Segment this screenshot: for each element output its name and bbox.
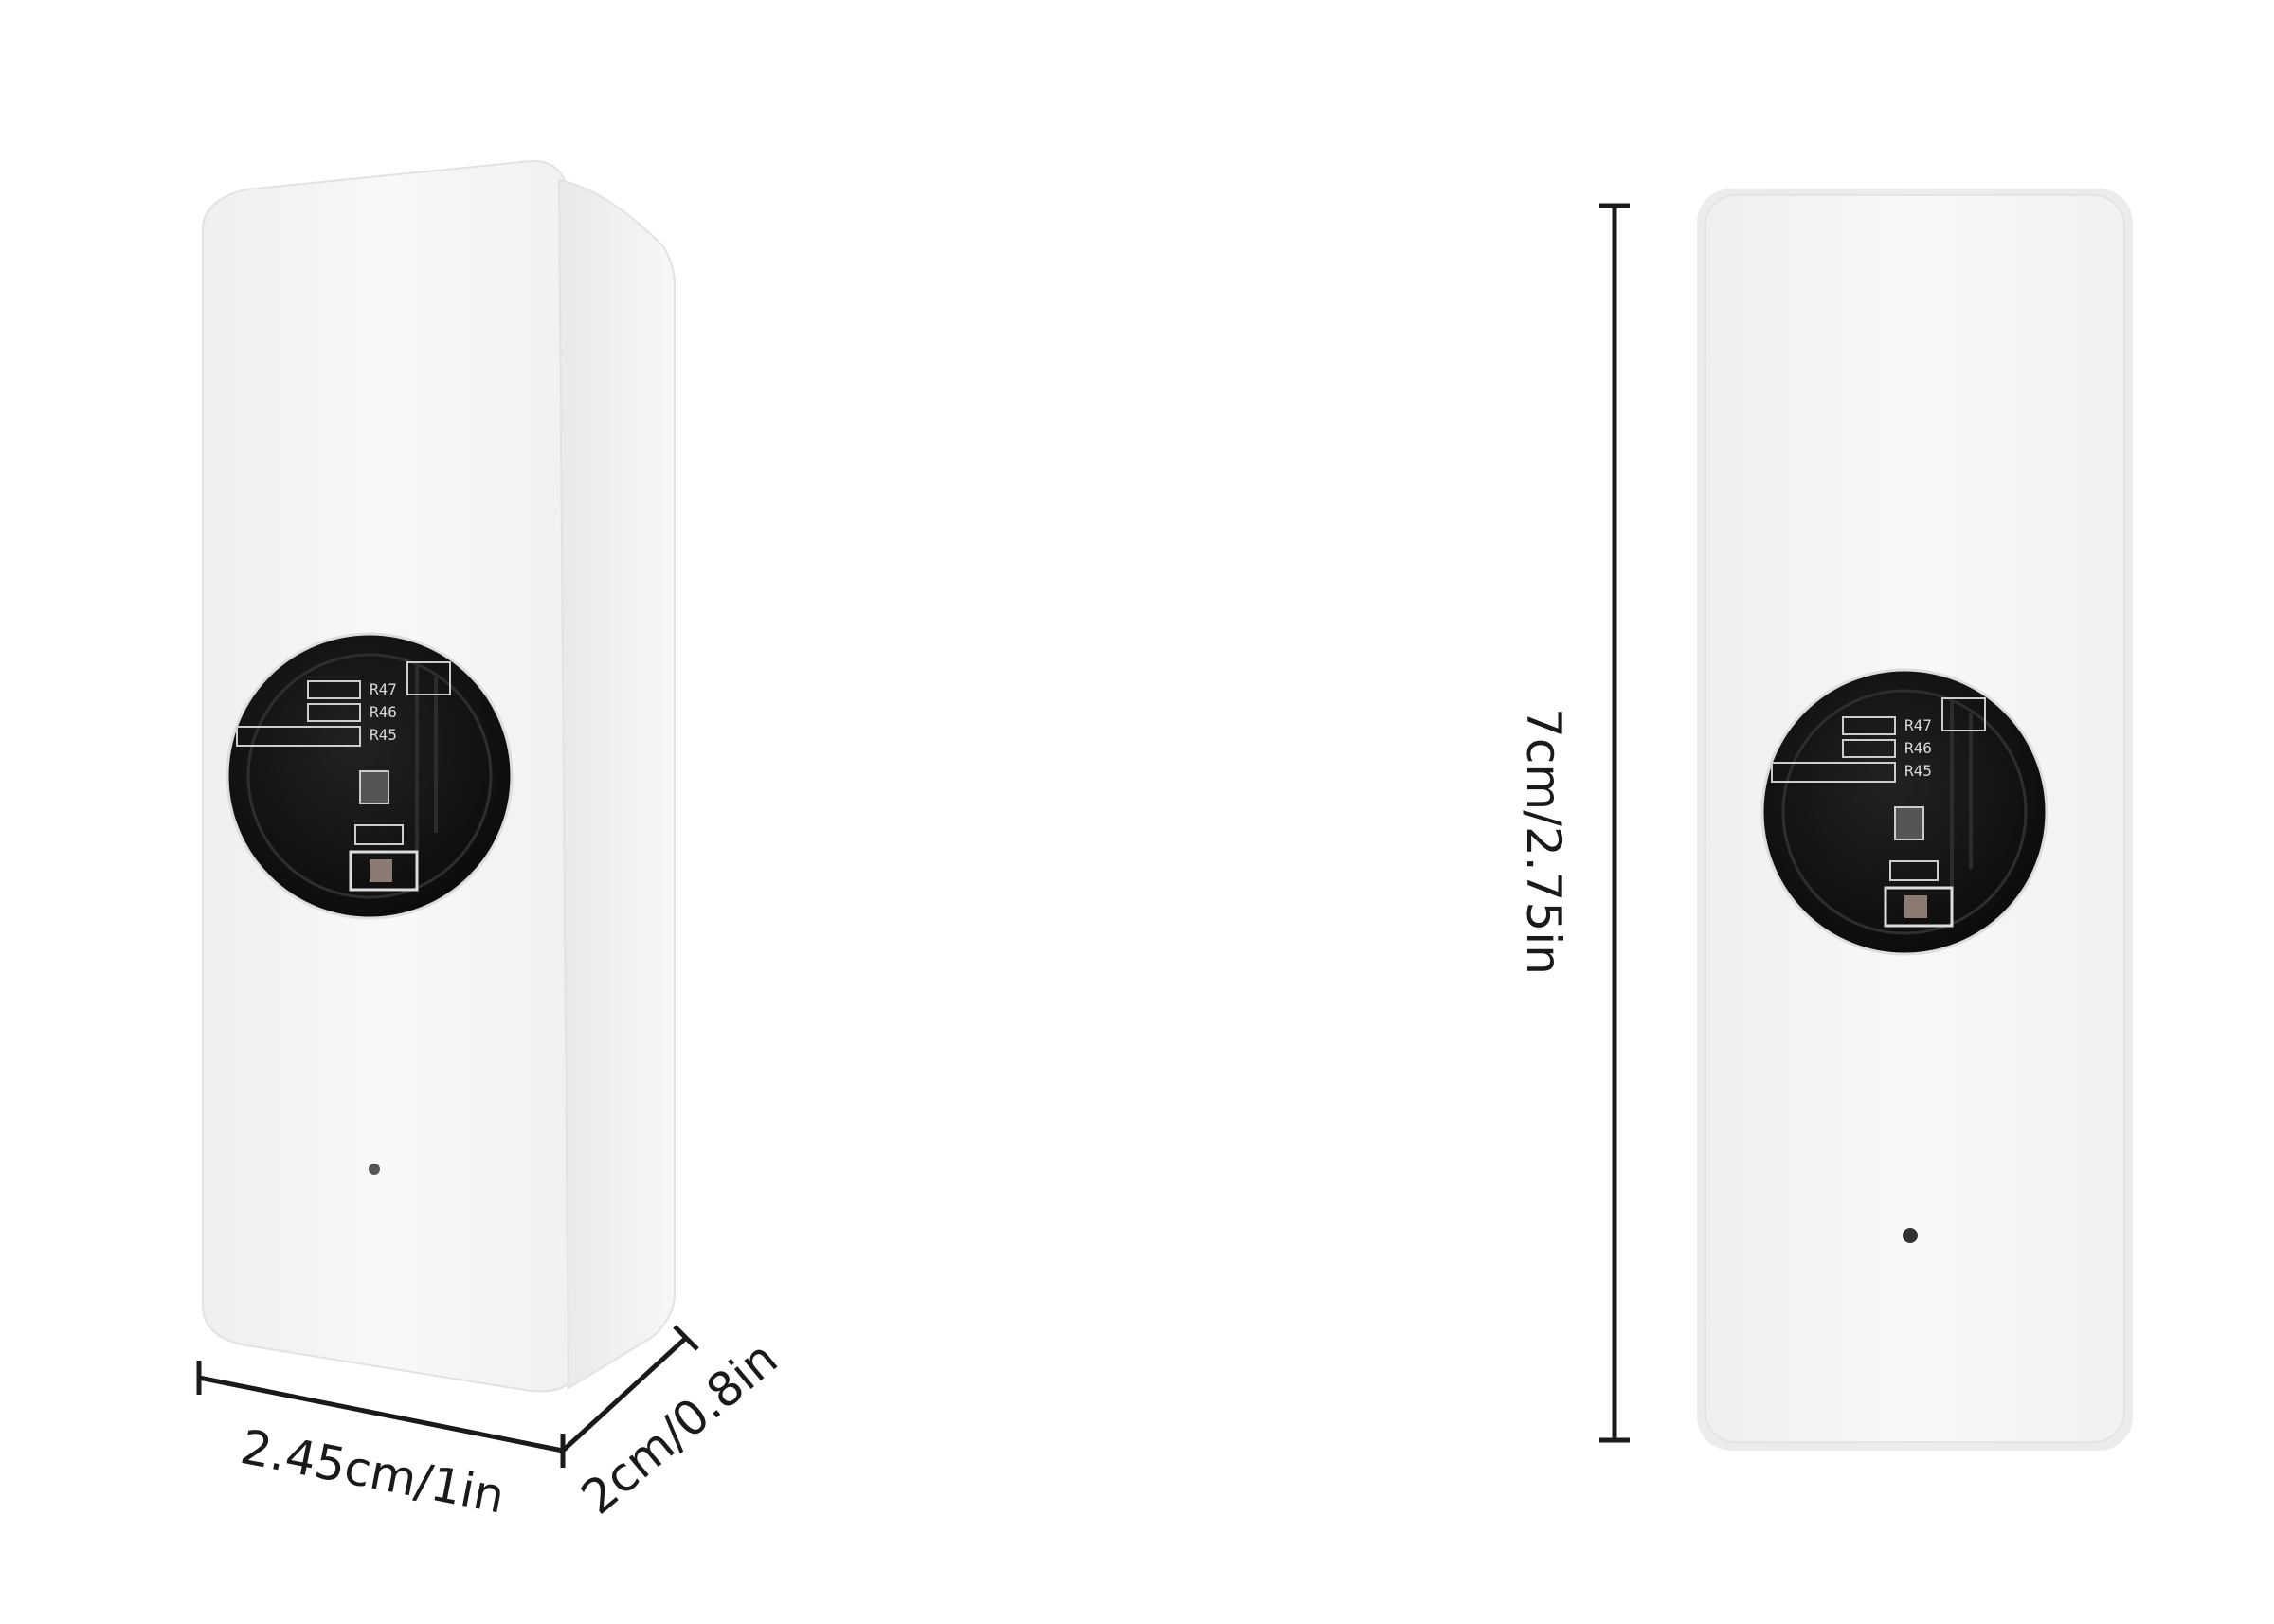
led-indicator xyxy=(369,1164,380,1175)
device-side-face xyxy=(557,178,676,1390)
pcb-label: R46 xyxy=(370,703,397,721)
sensor-window: R47 R46 R45 xyxy=(226,632,514,920)
width-label: 2.45cm/1in xyxy=(236,1419,509,1525)
pcb-label: R47 xyxy=(1904,716,1932,734)
height-label: 7cm/2.75in xyxy=(1516,708,1571,975)
pcb-label: R47 xyxy=(370,680,397,698)
led-indicator xyxy=(1903,1228,1918,1243)
device-angled-view: R47 R46 R45 xyxy=(202,159,676,1393)
height-dimension: 7cm/2.75in xyxy=(1516,203,1630,1443)
pcb-label: R45 xyxy=(1904,762,1932,780)
device-front-view: R47 R46 R45 xyxy=(1697,189,2133,1451)
pcb-label: R46 xyxy=(1904,739,1932,757)
sensor-window: R47 R46 R45 xyxy=(1760,668,2048,956)
pcb-label: R45 xyxy=(370,726,397,744)
